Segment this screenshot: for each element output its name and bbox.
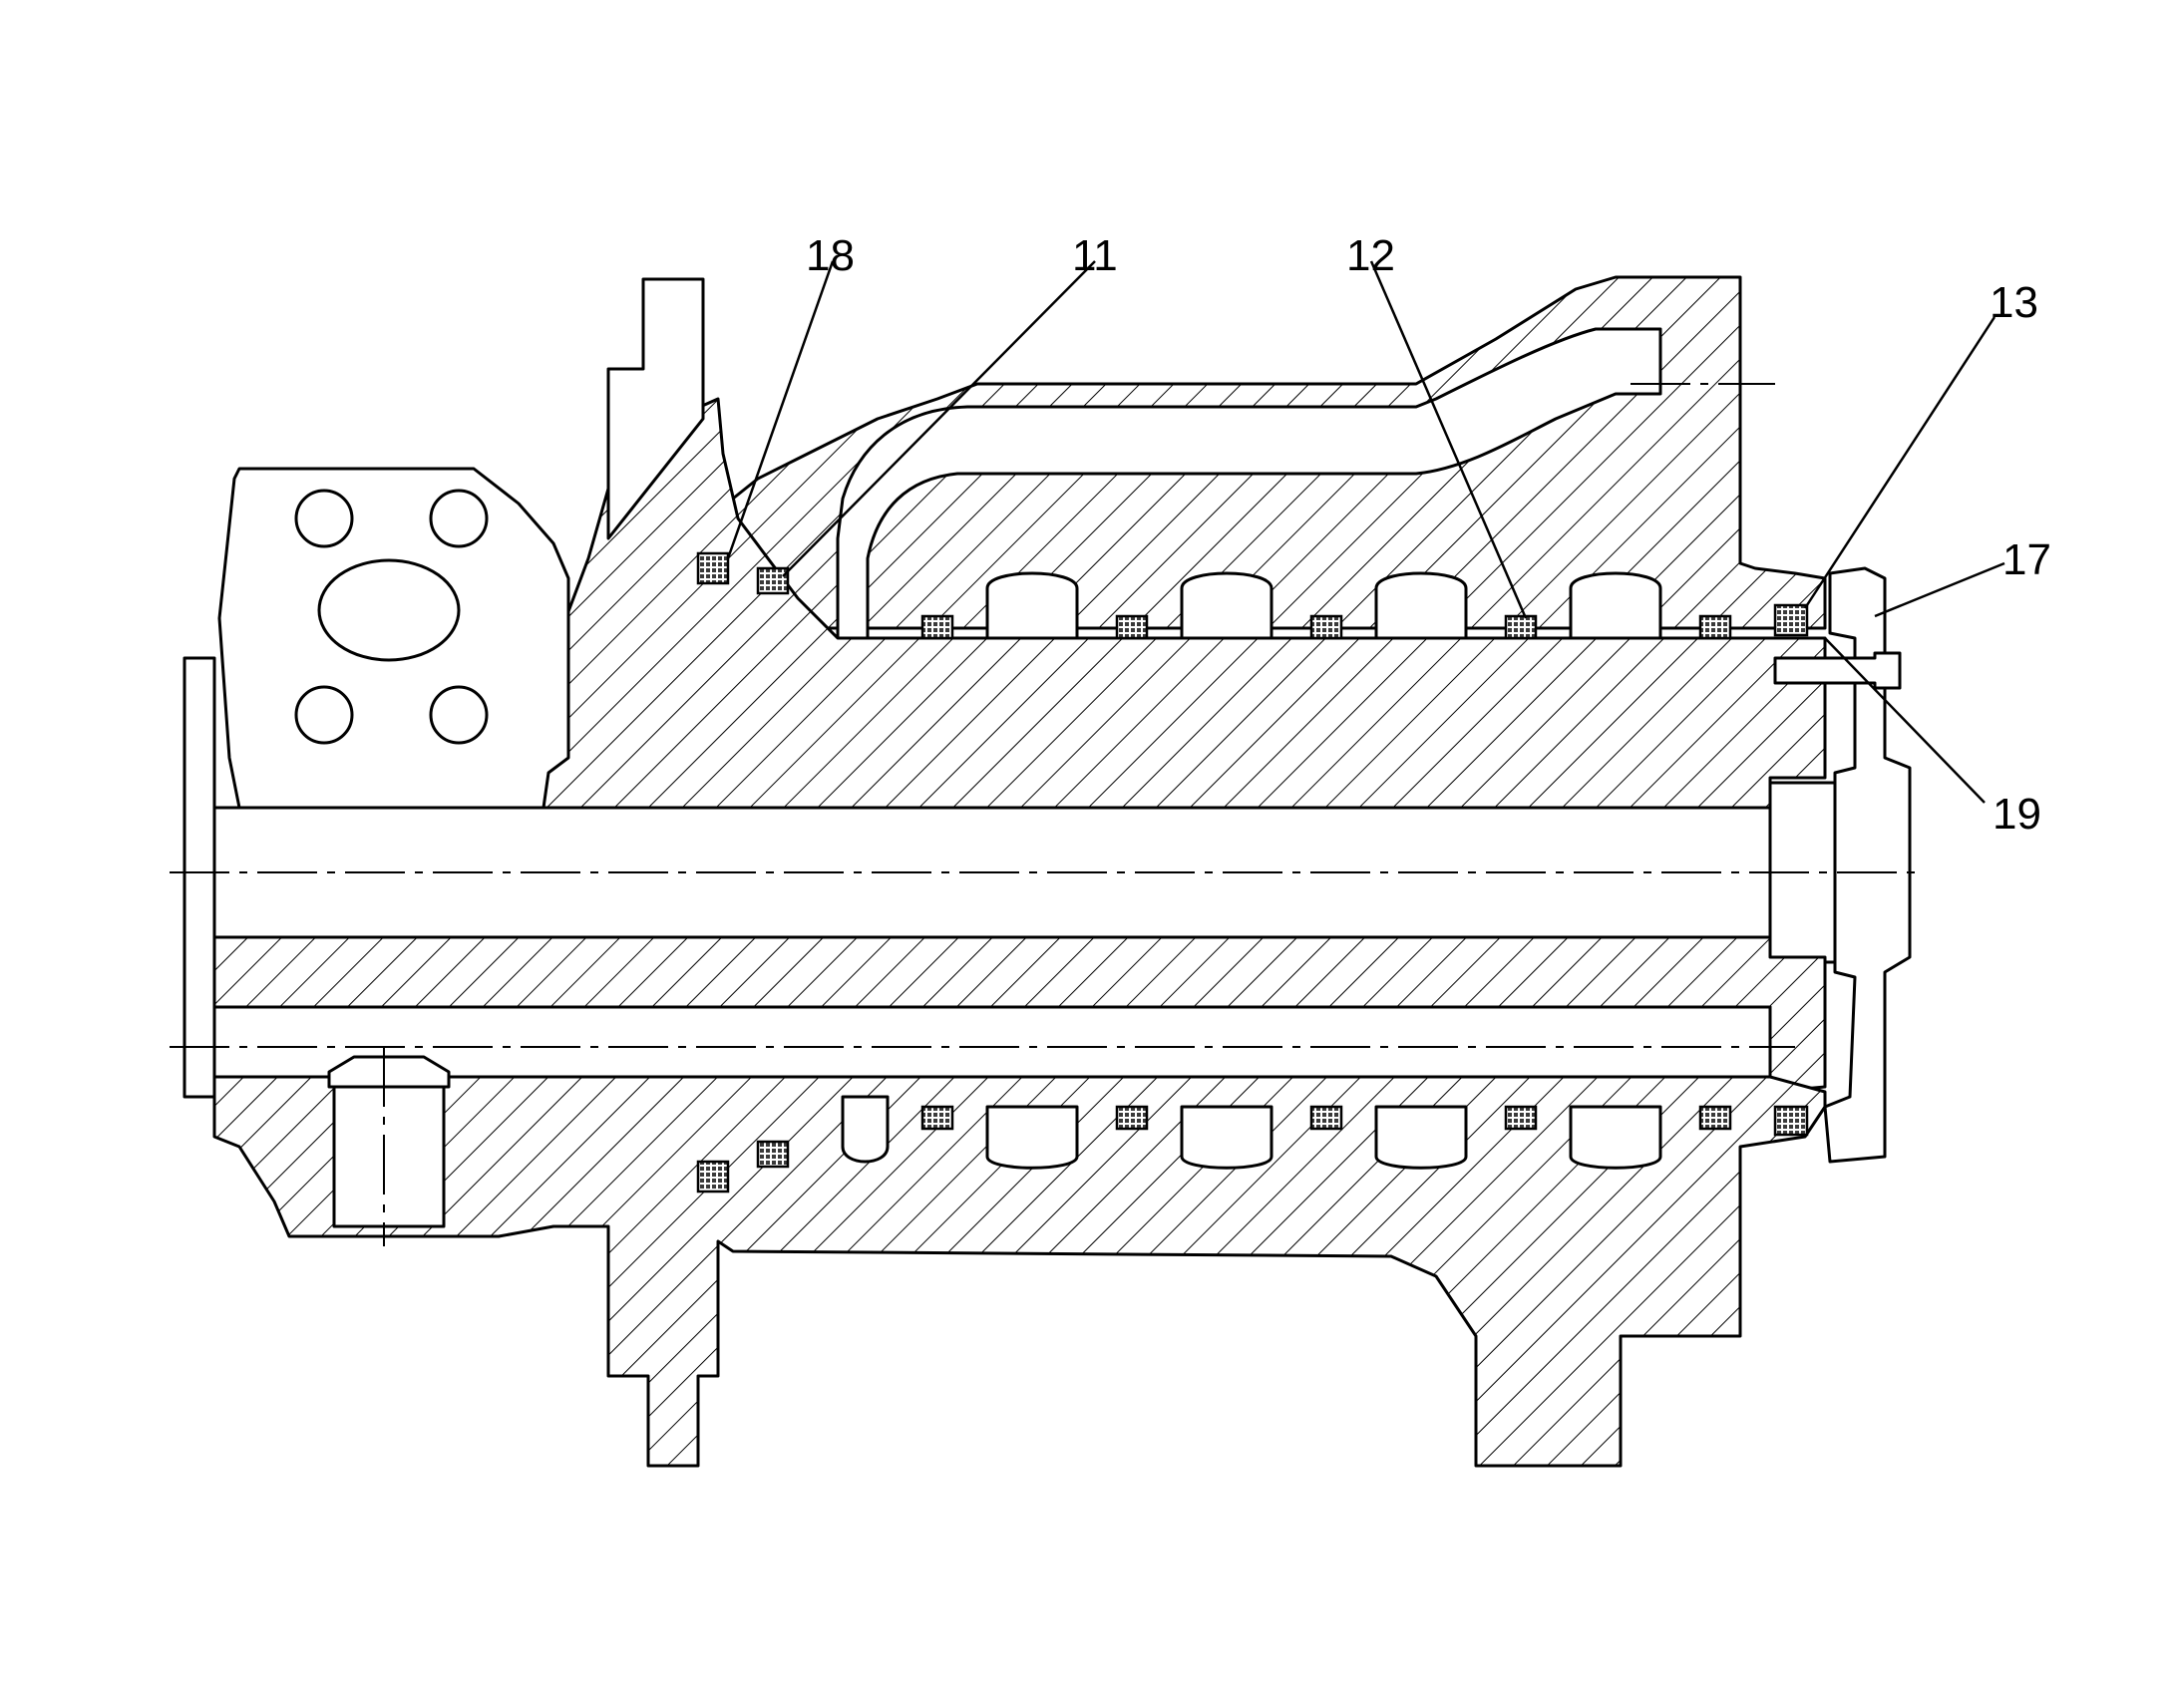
callout-11: 11 [1072, 231, 1118, 280]
drain-plug [332, 1085, 446, 1228]
callout-18: 18 [806, 231, 855, 280]
upper-passage [836, 327, 1662, 640]
flange-bolt-hole [294, 489, 354, 548]
seal-ring [1698, 1105, 1732, 1131]
seal-ring [920, 1105, 954, 1131]
seal-ring [756, 1140, 790, 1169]
drilled-passage [212, 1005, 1772, 1079]
groove [1374, 571, 1468, 640]
groove [1374, 1105, 1468, 1170]
leader-11 [782, 260, 1096, 577]
leader-19 [1824, 637, 1986, 804]
seal-ring [1115, 614, 1149, 640]
groove [1569, 1105, 1662, 1170]
seal-ring [756, 566, 790, 595]
callout-13: 13 [1990, 278, 2038, 327]
seal-ring [1773, 603, 1809, 637]
right-end-cover [1823, 566, 1912, 1164]
leader-17 [1874, 561, 2005, 618]
flange-bolt-hole [429, 489, 489, 548]
groove [1569, 571, 1662, 640]
callout-17: 17 [2002, 535, 2051, 584]
shaft-upper-half [542, 397, 1827, 815]
end-bolt [1773, 651, 1902, 690]
groove [841, 1095, 890, 1164]
leader-13 [1803, 316, 1997, 609]
lower-housing [212, 1075, 1827, 1468]
callout-12: 12 [1346, 231, 1395, 280]
seal-ring [1504, 614, 1538, 640]
seal-ring [1115, 1105, 1149, 1131]
groove [1180, 1105, 1273, 1170]
callout-19: 19 [1993, 790, 2041, 839]
seal-ring [696, 551, 730, 585]
flange-port [317, 558, 461, 662]
flange-bolt-hole [294, 685, 354, 745]
seal-ring [1773, 1105, 1809, 1137]
seal-ring [1309, 1105, 1343, 1131]
groove [985, 571, 1079, 640]
upper-mount-ear [606, 277, 705, 540]
seal-ring [1698, 614, 1732, 640]
leader-18 [726, 260, 835, 559]
drain-plug-head [327, 1055, 451, 1089]
left-end-plate [182, 656, 216, 1099]
groove [985, 1105, 1079, 1170]
seal-ring [920, 614, 954, 640]
groove [1180, 571, 1273, 640]
flange-bolt-hole [429, 685, 489, 745]
leader-12 [1369, 260, 1528, 619]
seal-ring [696, 1160, 730, 1194]
seal-ring [1504, 1105, 1538, 1131]
seal-ring [1309, 614, 1343, 640]
